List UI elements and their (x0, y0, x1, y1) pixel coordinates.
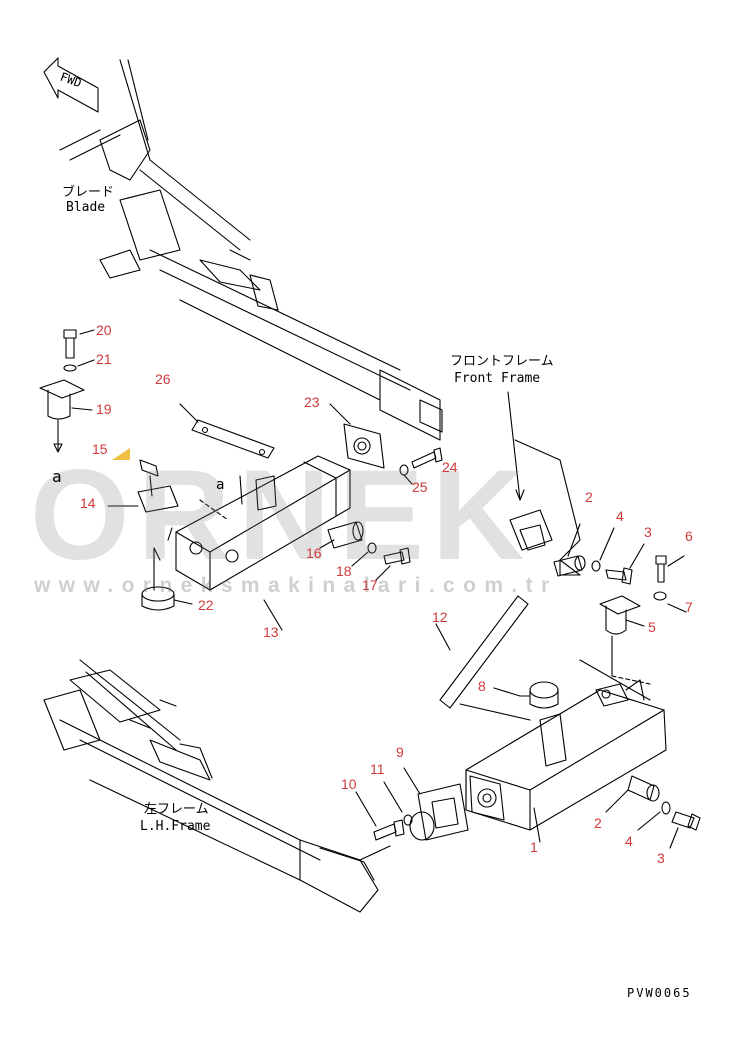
blade-label-en: Blade (66, 200, 106, 215)
watermark-brand: ORNEK (30, 444, 533, 587)
washer-18 (351, 542, 377, 567)
cap-5 (599, 595, 645, 677)
watermark-url: www.orneksmakinalari.com.tr (34, 574, 558, 597)
front-frame-1 (465, 659, 667, 843)
strap-26 (179, 403, 275, 459)
callout-8: 8 (478, 678, 486, 694)
washer-21 (63, 359, 95, 372)
callout-13: 13 (263, 624, 279, 640)
callout-3-upper: 3 (644, 524, 652, 540)
front-frame-label-jp: フロントフレーム (450, 354, 554, 369)
callout-9: 9 (396, 744, 404, 760)
callout-12: 12 (432, 609, 448, 625)
rh-frame-top (59, 59, 443, 441)
reference-a-label: a (52, 467, 62, 486)
callout-15: 15 (92, 441, 108, 457)
bolt-3-lower (669, 811, 701, 849)
blade-label-jp: ブレード (62, 185, 115, 200)
bolt-6 (655, 555, 685, 583)
accent-triangle (112, 448, 130, 460)
callout-11: 11 (370, 761, 385, 777)
callout-18: 18 (336, 563, 352, 579)
callout-22: 22 (198, 597, 214, 613)
callout-23: 23 (304, 394, 320, 410)
mount-9 (403, 767, 469, 841)
bolt-15 (139, 459, 159, 497)
front-frame-leader (507, 391, 525, 501)
tank-13 (175, 455, 351, 631)
callout-4-upper: 4 (616, 508, 624, 524)
callout-16: 16 (306, 545, 322, 561)
callout-3-lower: 3 (657, 850, 665, 866)
cap-19 (39, 379, 93, 453)
callout-21: 21 (96, 351, 112, 367)
washer-7 (653, 591, 687, 613)
lh-frame-label-en: L.H.Frame (140, 819, 211, 834)
callout-6: 6 (685, 528, 693, 544)
callout-10: 10 (341, 776, 357, 792)
strut-12 (435, 595, 531, 721)
bolt-3-upper (605, 543, 645, 585)
front-frame-label-en: Front Frame (454, 371, 541, 386)
reference-a-label-2: a (216, 477, 225, 493)
connector-lines (153, 527, 173, 561)
bolt-10 (355, 791, 405, 841)
bolt-17 (375, 547, 411, 581)
lh-frame-label-jp: 左フレーム (144, 802, 209, 817)
pin-2-lower (605, 775, 660, 813)
bolt-24 (411, 447, 443, 469)
washer-4-upper (591, 527, 615, 572)
pin-16 (319, 521, 364, 549)
callout-26: 26 (155, 371, 171, 387)
washer-4-lower (637, 801, 671, 831)
washer-25 (399, 464, 413, 485)
callout-4-lower: 4 (625, 833, 633, 849)
bushing-8 (493, 681, 559, 709)
callout-25: 25 (412, 479, 428, 495)
drawing-code: PVW0065 (627, 986, 692, 1000)
plate-14 (107, 485, 179, 513)
cap-22 (141, 547, 193, 611)
lh-frame (43, 659, 391, 913)
callout-1: 1 (530, 839, 538, 855)
callout-14: 14 (80, 495, 96, 511)
bolt-20 (63, 329, 95, 359)
callout-19: 19 (96, 401, 112, 417)
callout-24: 24 (442, 459, 458, 475)
washer-11 (383, 781, 413, 826)
callout-5: 5 (648, 619, 656, 635)
callout-7: 7 (685, 599, 693, 615)
callout-2-lower: 2 (594, 815, 602, 831)
callout-20: 20 (96, 322, 112, 338)
callout-17: 17 (362, 577, 378, 593)
bracket-23 (329, 403, 385, 469)
hidden-lines (199, 499, 651, 685)
callout-2-upper: 2 (585, 489, 593, 505)
pin-2-upper (553, 523, 586, 577)
fwd-arrow-icon (43, 57, 99, 113)
